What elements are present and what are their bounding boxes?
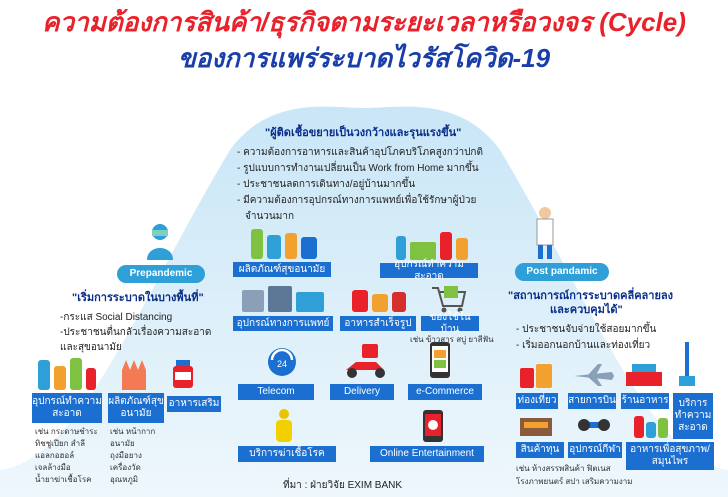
peak-bullet-2: - รูปแบบการทำงานเปลี่ยนเป็น Work from Ho… — [237, 163, 479, 174]
peak-bullet-1: - ความต้องการอาหารและสินค้าอุปโภคบริโภคส… — [237, 147, 483, 158]
airplane-icon — [574, 364, 614, 386]
postpandemic-item-restaurant: ร้านอาหาร — [621, 393, 669, 409]
item-medical: อุปกรณ์ทางการแพทย์ — [233, 316, 333, 331]
ecommerce-phone-icon — [430, 342, 450, 378]
prepandemic-bullet-1: -กระแส Social Distancing — [60, 312, 173, 323]
shopping-mall-icon — [520, 418, 552, 436]
hygiene-products-icon — [251, 229, 317, 259]
prepandemic-item-hygiene: ผลิตภัณฑ์สุขอนามัย — [108, 393, 164, 423]
prepandemic-item-cleaning: อุปกรณ์ทำความสะอาด — [32, 393, 102, 423]
item-household: ของใช้ในบ้าน — [421, 312, 479, 335]
rubber-gloves-icon — [122, 360, 146, 390]
ready-food-icon — [352, 290, 406, 312]
postpandemic-note-1: เช่น ห้างสรรพสินค้า ฟิตเนส — [516, 464, 611, 473]
supplement-bottle-icon — [173, 360, 193, 388]
delivery-scooter-icon — [346, 344, 385, 378]
prepandemic-note-2e: อุณหภูมิ — [110, 475, 139, 484]
item-delivery: Delivery — [330, 384, 394, 400]
prepandemic-item-supplement: อาหารเสริม — [167, 396, 221, 412]
postpandemic-note-2: โรงภาพยนตร์ สปา เสริมความงาม — [516, 477, 633, 486]
sports-equipment-icon — [578, 419, 610, 431]
cleaning-service-icon — [679, 342, 695, 386]
prepandemic-note-2c: ถุงมือยาง — [110, 451, 142, 460]
cleaning-supplies-icon — [38, 358, 96, 390]
prepandemic-pill: Prepandemic — [117, 265, 205, 283]
masked-person-icon — [147, 224, 173, 260]
item-hygiene: ผลิตภัณฑ์สุขอนามัย — [233, 262, 331, 277]
item-cleaning: อุปกรณ์ทำความสะอาด — [380, 259, 478, 282]
prepandemic-bullet-2: -ประชาชนตื่นกลัวเรื่องความสะอาด — [60, 327, 212, 338]
postpandemic-item-sports: อุปกรณ์กีฬา — [568, 442, 622, 458]
online-entertainment-icon — [423, 410, 443, 442]
prepandemic-header: "เริ่มการระบาดในบางพื้นที่" — [72, 292, 204, 304]
source-note: ที่มา : ฝ่ายวิจัย EXIM BANK — [283, 480, 403, 491]
postpandemic-bullet-1: - ประชาชนจับจ่ายใช้สอยมากขึ้น — [516, 324, 657, 335]
disinfection-worker-icon — [276, 409, 292, 442]
household-note: เช่น ข้าวสาร สบู่ ยาสีฟัน — [410, 335, 494, 344]
restaurant-icon — [626, 364, 662, 386]
postpandemic-pill: Post pandamic — [515, 263, 609, 281]
item-ready-food: อาหารสำเร็จรูป — [340, 316, 416, 331]
peak-header: "ผู้ติดเชื้อขยายเป็นวงกว้างและรุนแรงขึ้น… — [265, 127, 462, 139]
prepandemic-bullet-3: และสุขอนามัย — [60, 342, 122, 353]
postpandemic-header: "สถานการณ์การระบาดคลี่คลายลง — [508, 290, 674, 302]
prepandemic-note-1b: ทิชชู่เปียก สำลี — [35, 439, 85, 448]
postpandemic-item-health-food: อาหารเพื่อสุขภาพ/สมุนไพร — [626, 442, 714, 470]
prepandemic-note-2d: เครื่องวัด — [110, 463, 141, 472]
prepandemic-note-1c: แอลกอฮอล์ — [35, 451, 75, 460]
peak-bullet-5: จำนวนมาก — [245, 211, 295, 222]
prepandemic-note-1e: น้ำยาฆ่าเชื้อโรค — [35, 475, 92, 484]
postpandemic-header2: และควบคุมได้" — [550, 304, 623, 316]
peak-bullet-3: - ประชาชนลดการเดินทาง/อยู่บ้านมากขึ้น — [237, 179, 416, 190]
item-disinfection: บริการฆ่าเชื้อโรค — [238, 446, 336, 462]
medical-equipment-icon — [242, 286, 324, 312]
item-ecommerce: e-Commerce — [408, 384, 482, 400]
health-food-icon — [634, 416, 668, 438]
postpandemic-item-cleaning-service: บริการทำความสะอาด — [673, 393, 713, 439]
postpandemic-item-airline: สายการบิน — [568, 393, 616, 409]
travel-luggage-icon — [520, 364, 552, 388]
telecom-icon: 24 — [268, 348, 296, 376]
prepandemic-note-2b: อนามัย — [110, 439, 135, 448]
item-online-entertainment: Online Entertainment — [370, 446, 484, 462]
svg-text:24: 24 — [277, 359, 287, 369]
postpandemic-item-travel: ท่องเที่ยว — [516, 393, 558, 409]
prepandemic-note-1a: เช่น กระดาษชำระ — [35, 427, 98, 436]
postpandemic-bullet-2: - เริ่มออกนอกบ้านและท่องเที่ยว — [516, 340, 651, 351]
prepandemic-note-1d: เจลล้างมือ — [35, 463, 71, 472]
shopping-cart-icon — [432, 286, 467, 313]
cleaning-tools-icon — [396, 232, 468, 260]
title-line1: ความต้องการสินค้า/ธุรกิจตามระยะเวลาหรือว… — [42, 7, 686, 37]
doctor-icon — [536, 207, 554, 259]
postpandemic-item-goods: สินค้าทุน — [516, 442, 564, 458]
title-line2: ของการแพร่ระบาดไวรัสโควิด-19 — [177, 43, 551, 73]
peak-bullet-4: - มีความต้องการอุปกรณ์ทางการแพทย์เพื่อใช… — [237, 195, 477, 206]
item-telecom: Telecom — [238, 384, 314, 400]
prepandemic-note-2a: เช่น หน้ากาก — [110, 427, 156, 436]
